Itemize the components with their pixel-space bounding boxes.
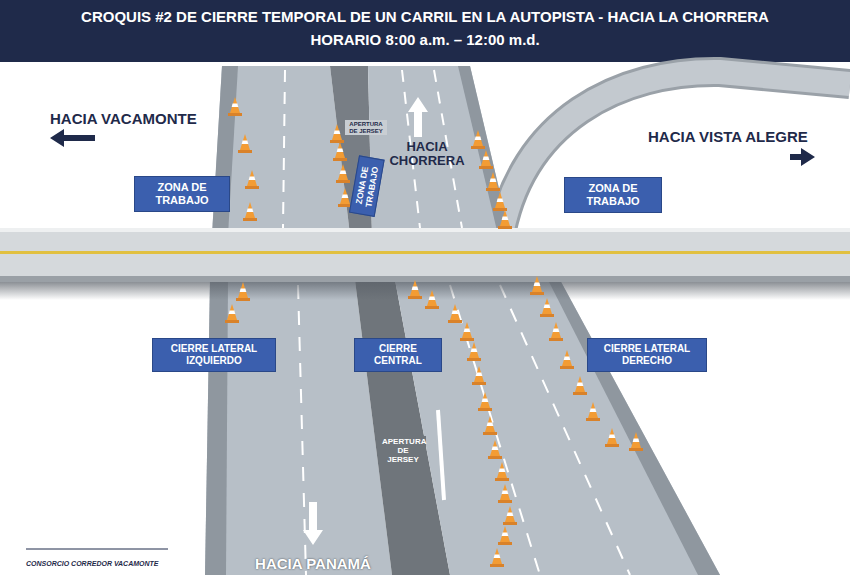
title: CROQUIS #2 DE CIERRE TEMPORAL DE UN CARR…: [0, 8, 850, 26]
traffic-cone: [479, 150, 493, 169]
direction-arrow: [303, 502, 323, 545]
traffic-cone: [330, 124, 344, 143]
traffic-cone: [425, 290, 439, 309]
info-box: ZONA DE TRABAJO: [134, 176, 230, 212]
direction-arrow: [50, 129, 95, 147]
overpass: [0, 228, 850, 280]
traffic-cone: [490, 548, 504, 567]
traffic-cone: [549, 322, 563, 341]
road: [395, 280, 720, 575]
traffic-cone: [243, 202, 257, 221]
traffic-cone: [467, 342, 481, 361]
ramp: [500, 72, 850, 240]
subtitle: HORARIO 8:00 a.m. – 12:00 m.d.: [0, 31, 850, 49]
shoulder: [205, 280, 228, 575]
info-box: CIERRE CENTRAL: [354, 338, 442, 372]
center-line: [0, 251, 850, 254]
direction-arrow: [790, 148, 815, 166]
box-text: CIERRE LATERAL DERECHO: [592, 343, 702, 367]
road: [212, 66, 350, 235]
shoulder: [458, 66, 510, 235]
road: [368, 66, 510, 235]
overpass-edge: [0, 276, 850, 282]
traffic-cone: [225, 304, 239, 323]
lane-mark: [500, 285, 630, 575]
traffic-cone: [560, 350, 574, 369]
traffic-cone: [483, 416, 497, 435]
traffic-cone: [498, 526, 512, 545]
direction-label: HACIA VISTA ALEGRE: [648, 128, 844, 146]
direction-label: HACIA VACAMONTE: [50, 110, 230, 128]
box-text: CIERRE CENTRAL: [359, 343, 437, 367]
traffic-cone: [448, 304, 462, 323]
note: APERTURA DE JERSEY: [345, 120, 387, 135]
direction-label: HACIA PANAMÁ: [228, 555, 398, 573]
traffic-cone: [486, 172, 500, 191]
traffic-cone: [586, 402, 600, 421]
traffic-cone: [236, 282, 250, 301]
direction-arrow: [408, 97, 428, 137]
ramp-edge: [500, 72, 850, 240]
rule: [26, 549, 168, 550]
info-box: CIERRE LATERAL DERECHO: [587, 338, 707, 372]
traffic-cone: [245, 170, 259, 189]
traffic-cone: [471, 130, 485, 149]
traffic-cone: [498, 210, 512, 229]
box-text: ZONA DE TRABAJO: [353, 161, 381, 212]
traffic-cone: [460, 322, 474, 341]
info-box: CIERRE LATERAL IZQUIERDO: [152, 338, 276, 372]
traffic-cone: [238, 134, 252, 153]
traffic-cone: [408, 280, 422, 299]
overpass-edge: [0, 228, 850, 232]
title-band: [0, 0, 850, 62]
traffic-cone: [540, 298, 554, 317]
traffic-cone: [573, 376, 587, 395]
traffic-cone: [488, 440, 502, 459]
traffic-cone: [498, 484, 512, 503]
direction-label: HACIA CHORRERA: [384, 140, 470, 167]
traffic-cone: [472, 366, 486, 385]
shoulder: [548, 280, 720, 575]
box-text: CIERRE LATERAL IZQUIERDO: [157, 343, 271, 367]
lane-mark: [450, 285, 540, 575]
traffic-cone: [228, 97, 242, 116]
traffic-cone: [605, 428, 619, 447]
traffic-cone: [493, 192, 507, 211]
traffic-cone: [530, 276, 544, 295]
note: APERTURA DE JERSEY: [380, 436, 426, 466]
credit: CONSORCIO CORREDOR VACAMONTE: [26, 560, 216, 568]
box-text: ZONA DE TRABAJO: [139, 181, 225, 207]
traffic-cone: [503, 506, 517, 525]
info-box: ZONA DE TRABAJO: [564, 177, 662, 213]
lane-mark: [283, 70, 285, 228]
info-box: ZONA DE TRABAJO: [349, 155, 385, 217]
traffic-cone: [478, 392, 492, 411]
traffic-cone: [495, 462, 509, 481]
traffic-cone: [333, 142, 347, 161]
traffic-cone: [629, 432, 643, 451]
box-text: ZONA DE TRABAJO: [569, 182, 657, 208]
jersey-opening: [438, 410, 444, 500]
traffic-cone: [336, 164, 350, 183]
overpass-shadow: [0, 282, 850, 300]
